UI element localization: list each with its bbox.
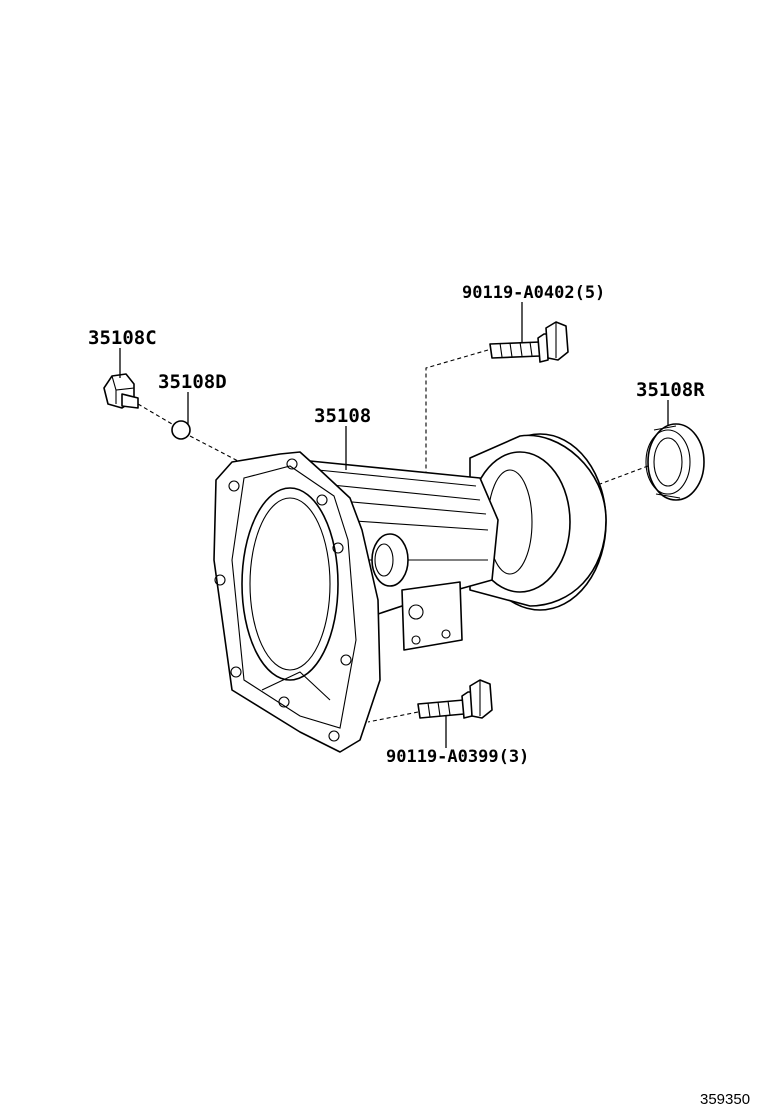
- figure-number: 359350: [700, 1091, 750, 1108]
- leader-lines: [119, 302, 669, 748]
- bolt-upper[interactable]: [489, 321, 569, 363]
- callout-35108c: 35108C: [88, 327, 157, 349]
- gasket[interactable]: [171, 420, 191, 440]
- bolt-lower[interactable]: [417, 679, 493, 719]
- callout-35108d: 35108D: [158, 371, 227, 393]
- callout-35108: 35108: [314, 405, 371, 427]
- callout-35108r: 35108R: [636, 379, 705, 401]
- callout-90119-a0399: 90119-A0399(3): [386, 747, 529, 767]
- drain-plug[interactable]: [103, 373, 139, 409]
- callout-90119-a0402: 90119-A0402(5): [462, 283, 605, 303]
- oil-seal[interactable]: [645, 423, 705, 501]
- extension-housing[interactable]: [213, 433, 607, 753]
